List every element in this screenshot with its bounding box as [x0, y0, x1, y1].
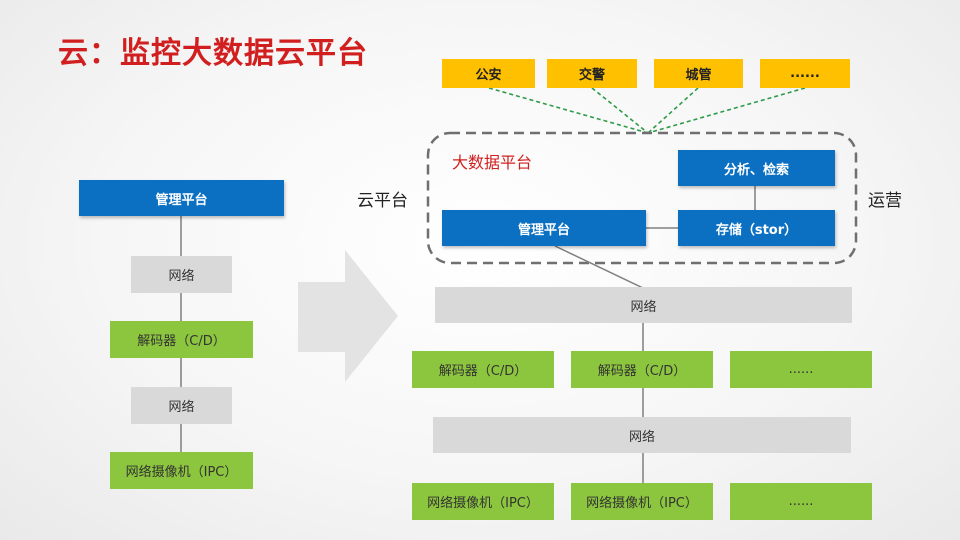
consumer-link-4	[647, 87, 806, 134]
left-network-2: 网络	[131, 387, 232, 424]
right-decoder-1: 解码器（C/D）	[412, 351, 554, 388]
consumer-link-2	[591, 87, 649, 134]
consumer-traffic-police: 交警	[547, 59, 637, 88]
cloud-region-border	[426, 131, 858, 265]
left-management-platform: 管理平台	[79, 180, 284, 216]
cloud-network-link	[554, 245, 644, 289]
right-decoder-2: 解码器（C/D）	[571, 351, 713, 388]
right-decoder-more: ......	[730, 351, 872, 388]
right-network-mid: 网络	[433, 417, 851, 453]
right-camera-1: 网络摄像机（IPC）	[412, 483, 554, 520]
analysis-search-box: 分析、检索	[678, 150, 835, 186]
right-camera-more: ......	[730, 483, 872, 520]
cloud-management-platform: 管理平台	[442, 210, 646, 246]
consumer-police: 公安	[442, 59, 535, 88]
consumer-urban-management: 城管	[654, 59, 743, 88]
right-network-top: 网络	[435, 287, 852, 323]
right-camera-2: 网络摄像机（IPC）	[571, 483, 713, 520]
consumer-link-1	[488, 87, 649, 134]
operation-label: 运营	[868, 191, 902, 211]
big-data-platform-label: 大数据平台	[452, 153, 533, 172]
consumer-links	[488, 87, 806, 134]
cloud-platform-label: 云平台	[357, 191, 408, 211]
consumer-more: ......	[760, 59, 850, 88]
left-network-1: 网络	[131, 256, 232, 293]
transition-arrow	[298, 250, 398, 382]
storage-box: 存储（stor）	[678, 210, 835, 246]
consumer-link-3	[647, 87, 699, 134]
left-decoder: 解码器（C/D）	[110, 321, 253, 358]
page-title: 云：监控大数据云平台	[58, 36, 368, 71]
left-camera: 网络摄像机（IPC）	[110, 452, 253, 489]
